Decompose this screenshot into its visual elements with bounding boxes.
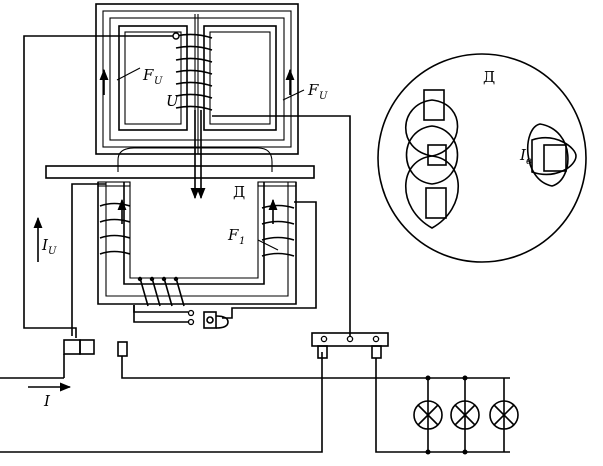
disc-top-view — [377, 53, 587, 263]
current-magnet-core — [97, 181, 297, 305]
flux-1-sub: 1 — [239, 236, 245, 247]
lamp-icon — [489, 400, 519, 430]
lamp-icon — [450, 400, 480, 430]
adjustment-loop — [133, 305, 229, 329]
flux-u-left-label: F — [142, 66, 154, 84]
flux-u-right-sub: U — [319, 91, 328, 102]
flux-1-label: F — [227, 226, 239, 244]
current-u-label: I — [41, 236, 49, 254]
wiring — [0, 35, 510, 455]
eddy-current-sub: в — [526, 156, 532, 167]
disc-side-view — [45, 165, 315, 179]
voltage-coil — [172, 32, 213, 111]
bottom-coil — [137, 276, 185, 307]
flux-u-right-label: F — [307, 81, 319, 99]
current-coil-left — [99, 202, 131, 255]
disc-label-top: Д — [483, 68, 495, 86]
voltage-magnet-core — [95, 3, 299, 155]
voltage-label: U — [166, 92, 180, 110]
current-label: I — [43, 392, 51, 410]
flux-u-left-sub: U — [154, 76, 163, 87]
disc-label: Д — [233, 183, 245, 201]
lamp-icon — [413, 400, 443, 430]
flux-arrows-voltage — [99, 68, 295, 200]
eddy-current-label: I — [519, 146, 527, 164]
current-coil-right — [261, 204, 295, 257]
current-u-sub: U — [48, 246, 57, 257]
